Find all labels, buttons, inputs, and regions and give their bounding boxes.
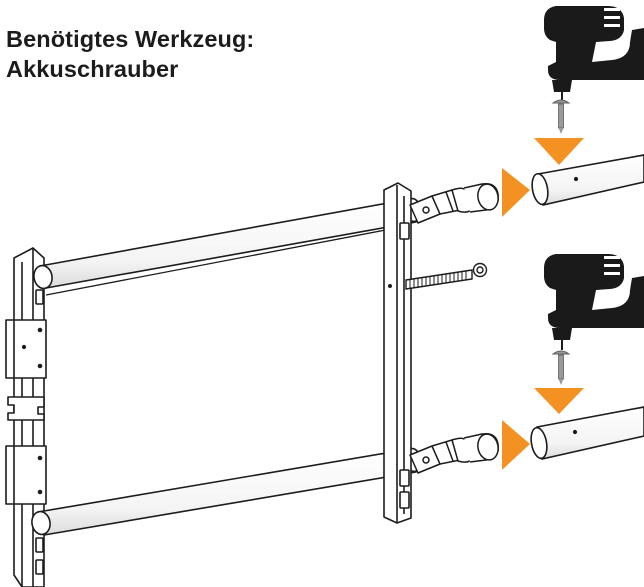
cordless-drill-icon xyxy=(544,6,644,100)
screw-in-arrow-icon xyxy=(534,138,584,165)
screw-in-arrow-icon xyxy=(534,388,584,414)
top-rail-tube xyxy=(33,197,422,290)
insert-arrow-icon xyxy=(502,168,530,217)
right-gate-post xyxy=(383,182,412,524)
wall-bracket-bottom xyxy=(5,445,47,505)
top-hinge-connector xyxy=(409,182,499,224)
tool-name: Akkuschrauber xyxy=(6,56,179,82)
tool-requirement-heading: Benötigtes Werkzeug: Akkuschrauber xyxy=(6,24,254,84)
extension-tube-upper xyxy=(531,154,644,206)
left-gate-post xyxy=(5,247,47,587)
extension-tube-lower xyxy=(530,406,644,460)
bottom-hinge-connector xyxy=(409,432,499,474)
bottom-rail-tube xyxy=(31,447,422,536)
tension-spring xyxy=(405,262,488,290)
insert-arrow-icon xyxy=(502,420,530,470)
wall-bracket-middle xyxy=(7,396,45,421)
screw-icon xyxy=(551,99,571,134)
tool-requirement-label: Benötigtes Werkzeug: xyxy=(6,26,255,52)
screw-icon xyxy=(551,350,571,385)
cordless-drill-icon xyxy=(544,254,644,350)
